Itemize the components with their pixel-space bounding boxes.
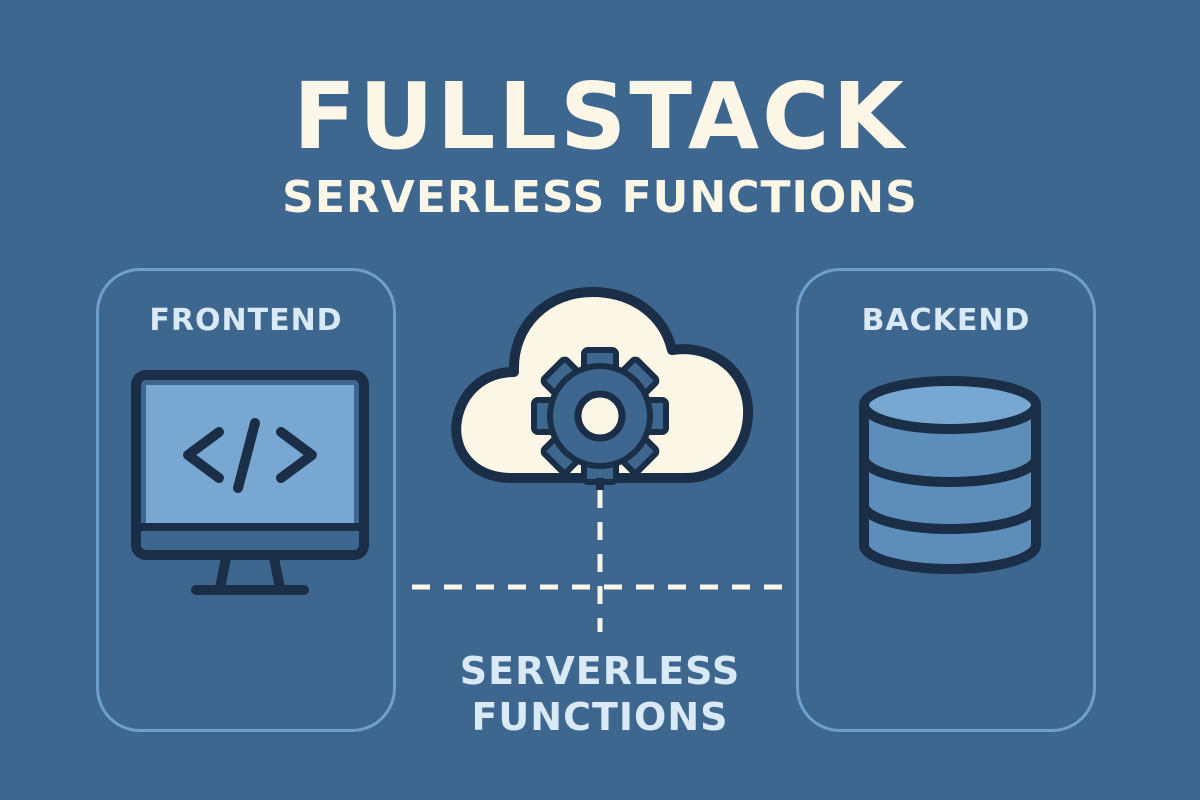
monitor-code-icon (131, 370, 369, 595)
serverless-label-line2: FUNCTIONS (471, 695, 729, 739)
connector-lines (412, 490, 790, 632)
database-icon (859, 376, 1041, 574)
frontend-panel: FRONTEND (96, 268, 396, 732)
gear-icon (531, 347, 669, 485)
frontend-label: FRONTEND (149, 303, 343, 338)
serverless-label-line1: SERVERLESS (459, 649, 741, 693)
page-title: FULLSTACK (293, 63, 907, 170)
page-subtitle: SERVERLESS FUNCTIONS (282, 172, 918, 223)
cloud-gear-icon (451, 287, 754, 490)
backend-panel: BACKEND (796, 268, 1096, 732)
backend-label: BACKEND (861, 303, 1031, 338)
serverless-functions-label: SERVERLESS FUNCTIONS (420, 648, 780, 740)
